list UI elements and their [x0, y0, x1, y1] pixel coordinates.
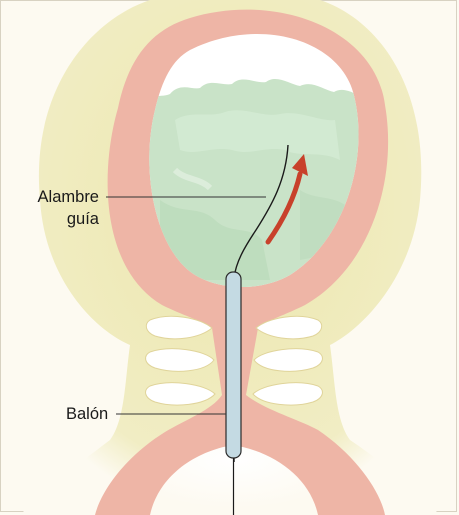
guide-wire-label-line2: guía: [0, 208, 99, 230]
left-tissue-blobs: [146, 316, 215, 405]
guide-wire-label: Alambre guía: [0, 186, 99, 230]
guide-wire-label-line1: Alambre: [0, 186, 99, 208]
balloon-catheter: [226, 272, 241, 458]
balloon-label: Balón: [66, 403, 108, 425]
right-tissue-blobs: [253, 316, 322, 405]
